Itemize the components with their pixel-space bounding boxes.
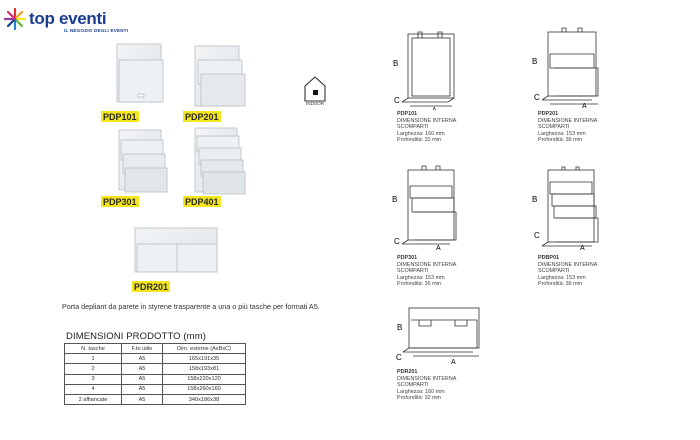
cell: 2 <box>64 363 122 375</box>
dim-label-b: B <box>397 323 402 332</box>
photo-pdp201 <box>194 45 246 107</box>
drawing-pdr201: B C A <box>396 307 480 366</box>
product-photos <box>116 43 246 273</box>
photo-pdp101 <box>116 43 164 103</box>
drawing-pdbp01: B C A <box>532 166 599 252</box>
table-row: 4 A5 158x260x160 <box>64 383 246 395</box>
product-tag-pdp401: PDP401 <box>183 196 221 207</box>
spec-depth: Profondità: 36 mm <box>397 281 442 288</box>
spec-line: SCOMPARTI <box>397 268 429 275</box>
spec-pdr201: PDR201 DIMENSIONE INTERNA SCOMPARTI Larg… <box>397 369 477 402</box>
logo-tagline: IL NEGOZIO DEGLI EVENTI <box>64 28 129 33</box>
dim-label-c: C <box>394 96 400 105</box>
table-row: 3 A5 158x220x120 <box>64 373 246 385</box>
dim-label-b: B <box>392 195 397 204</box>
spec-line: SCOMPARTI <box>397 382 429 389</box>
spec-width: Larghezza: 153 mm <box>538 274 586 281</box>
cell: 4 <box>64 383 122 395</box>
cell: A5 <box>121 363 163 375</box>
spec-pdp201: PDP201 DIMENSIONE INTERNA SCOMPARTI Larg… <box>538 111 618 144</box>
spec-depth: Profondità: 36 mm <box>538 281 583 288</box>
spec-line: SCOMPARTI <box>397 124 429 131</box>
spec-line: SCOMPARTI <box>538 124 570 131</box>
spec-code: PDR201 <box>397 369 418 375</box>
drawing-pdp301: B C A <box>392 165 457 250</box>
col-header-formato: F.to utile <box>121 342 163 355</box>
logo-name: top eventi <box>29 9 107 28</box>
photo-pdp401 <box>194 127 246 195</box>
spec-pdp101: PDP101 DIMENSIONE INTERNA SCOMPARTI Larg… <box>397 111 477 144</box>
cell: A5 <box>121 373 163 385</box>
spec-pdbp01: PDBP01 DIMENSIONE INTERNA SCOMPARTI Larg… <box>538 255 618 288</box>
cell: 158x260x160 <box>162 383 246 395</box>
spec-code: PDP201 <box>538 111 559 117</box>
cell: A5 <box>121 383 163 395</box>
table-row: 2 affiancate A5 340x186x38 <box>64 393 246 406</box>
cell: 158x220x120 <box>162 373 246 385</box>
col-header-tasche: N. tasche <box>64 342 122 355</box>
logo: top eventi IL NEGOZIO DEGLI EVENTI <box>4 8 134 38</box>
spec-width: Larghezza: 160 mm <box>397 388 445 395</box>
cell: 165x191x35 <box>162 353 246 365</box>
product-tag-pdr201: PDR201 <box>132 281 171 292</box>
spec-line: DIMENSIONE INTERNA <box>397 375 457 382</box>
spec-line: DIMENSIONE INTERNA <box>397 261 457 268</box>
dim-label-c: C <box>534 93 540 102</box>
photo-pdp301 <box>118 129 168 193</box>
product-tag-pdp201: PDP201 <box>183 111 221 122</box>
indoor-badge: INDOOR <box>303 75 327 111</box>
dim-label-a: A <box>432 107 437 110</box>
dim-label-a: A <box>580 245 585 252</box>
product-tag-pdp301: PDP301 <box>101 196 139 207</box>
spec-depth: Profondità: 32 mm <box>397 137 442 144</box>
cell: 2 affiancate <box>64 393 122 406</box>
spec-depth: Profondità: 36 mm <box>538 137 583 144</box>
logo-starburst-icon <box>4 8 26 30</box>
spec-code: PDP301 <box>397 255 418 261</box>
product-description: Porta depliant da parete in styrene tras… <box>62 302 320 311</box>
spec-width: Larghezza: 153 mm <box>397 274 445 281</box>
spec-code: PDP101 <box>397 111 418 117</box>
cell: 3 <box>64 373 122 385</box>
dim-label-a: A <box>451 359 456 366</box>
indoor-label: INDOOR <box>306 101 324 106</box>
table-row: 2 A5 158x193x81 <box>64 363 246 375</box>
dim-label-c: C <box>394 237 400 246</box>
spec-depth: Profondità: 32 mm <box>397 395 442 402</box>
house-indoor-icon <box>304 76 326 102</box>
cell: A5 <box>121 393 163 406</box>
dim-label-b: B <box>532 195 537 204</box>
table-row: 1 A5 165x191x35 <box>64 353 246 365</box>
dim-label-c: C <box>534 231 540 240</box>
dim-label-c: C <box>396 353 402 362</box>
spec-width: Larghezza: 160 mm <box>397 130 445 137</box>
dim-label-a: A <box>436 245 441 250</box>
drawing-pdp101: B C A <box>393 31 455 110</box>
dimensions-title: DIMENSIONI PRODOTTO (mm) <box>66 331 206 342</box>
dimensions-table: N. tasche F.to utile Dim. esterne (AxBxC… <box>64 342 246 406</box>
cell: A5 <box>121 353 163 365</box>
col-header-dimensioni: Dim. esterne (AxBxC) <box>162 342 246 355</box>
dim-label-a: A <box>582 103 587 108</box>
photo-pdr201 <box>134 227 218 273</box>
spec-line: DIMENSIONE INTERNA <box>538 117 598 124</box>
cell: 1 <box>64 353 122 365</box>
product-tag-pdp101: PDP101 <box>101 111 139 122</box>
spec-line: DIMENSIONE INTERNA <box>538 261 598 268</box>
spec-pdp301: PDP301 DIMENSIONE INTERNA SCOMPARTI Larg… <box>397 255 477 288</box>
table-header-row: N. tasche F.to utile Dim. esterne (AxBxC… <box>64 342 246 355</box>
spec-line: SCOMPARTI <box>538 268 570 275</box>
dim-label-b: B <box>532 57 537 66</box>
spec-code: PDBP01 <box>538 255 559 261</box>
cell: 340x186x38 <box>162 393 246 406</box>
spec-width: Larghezza: 153 mm <box>538 130 586 137</box>
drawing-pdp201: B C A <box>532 27 599 108</box>
dim-label-b: B <box>393 59 398 68</box>
spec-line: DIMENSIONE INTERNA <box>397 117 457 124</box>
cell: 158x193x81 <box>162 363 246 375</box>
